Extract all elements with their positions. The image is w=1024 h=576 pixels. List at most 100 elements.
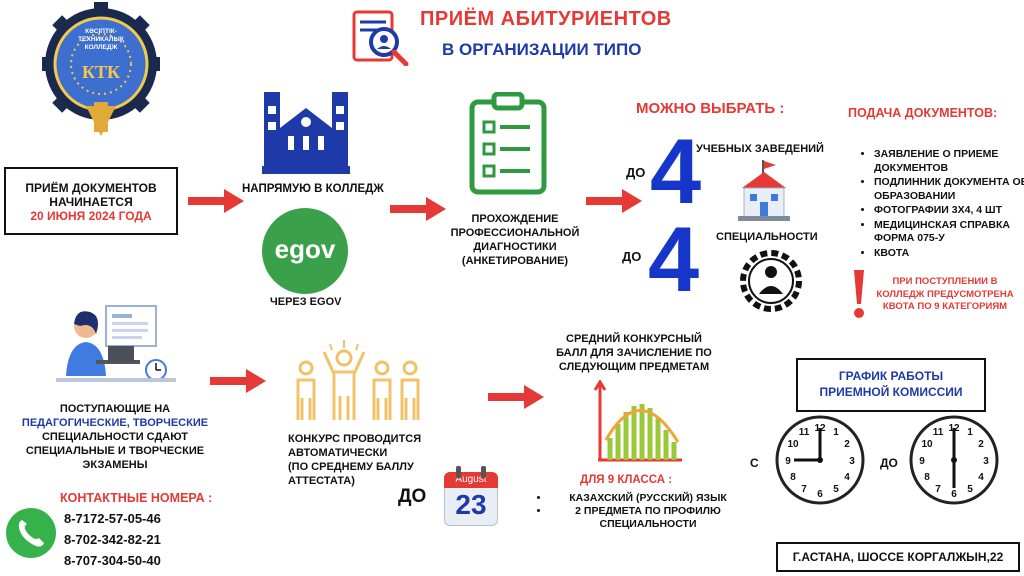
apply-direct-label: НАПРЯМУЮ В КОЛЛЕДЖ (242, 183, 384, 195)
diagnostics-line2: ПРОФЕССИОНАЛЬНОЙ (450, 227, 580, 239)
page-subtitle: В ОРГАНИЗАЦИИ ТИПО (442, 40, 642, 59)
address-text: Г.АСТАНА, ШОССЕ КОРГАЛЖЫН,22 (792, 550, 1004, 564)
svg-text:4: 4 (978, 472, 984, 483)
contest-line1: КОНКУРС ПРОВОДИТСЯ (288, 433, 422, 445)
svg-text:3: 3 (849, 456, 855, 467)
diagnostics-line1: ПРОХОЖДЕНИЕ (471, 213, 559, 225)
diagnostics-line3: ДИАГНОСТИКИ (473, 241, 557, 253)
schedule-line2: ПРИЕМНОЙ КОМИССИИ (819, 385, 963, 399)
document-item: КВОТА (874, 247, 1024, 261)
subject-item: КАЗАХСКИЙ (РУССКИЙ) ЯЗЫК (550, 492, 746, 505)
school-icon (736, 160, 792, 222)
exams-highlight: ПЕДАГОГИЧЕСКИЕ, ТВОРЧЕСКИЕ (21, 417, 209, 429)
choose-number-2: 4 (648, 209, 700, 311)
svg-text:10: 10 (921, 439, 933, 450)
contest-until: ДО (398, 486, 427, 507)
choose-title: МОЖНО ВЫБРАТЬ : (636, 100, 785, 117)
svg-text:6: 6 (951, 489, 957, 500)
choose-number-1: 4 (650, 121, 702, 223)
exams-line1: ПОСТУПАЮЩИЕ НА (59, 403, 171, 415)
svg-text:8: 8 (790, 472, 796, 483)
start-box: ПРИЁМ ДОКУМЕНТОВ НАЧИНАЕТСЯ 20 ИЮНЯ 2024… (4, 167, 178, 235)
schedule-from: С (750, 456, 759, 470)
schedule-to: ДО (880, 456, 898, 470)
college-logo: КӘСІПТІК-ТЕХНИКАЛЫҚ КОЛЛЕДЖ КТК (39, 2, 163, 142)
logo-monogram: КТК (81, 62, 121, 82)
document-item: МЕДИЦИНСКАЯ СПРАВКА ФОРМА 075-У (874, 219, 1024, 246)
phone-number[interactable]: 8-702-342-82-21 (64, 532, 161, 547)
schedule-line1: ГРАФИК РАБОТЫ (838, 369, 944, 383)
contest-line3: (ПО СРЕДНЕМУ БАЛЛУ (288, 461, 414, 473)
exams-line5: ЭКЗАМЕНЫ (82, 459, 148, 471)
phone-list: 8-7172-57-05-46 8-702-342-82-21 8-707-304-… (64, 508, 161, 571)
exclamation-icon (852, 268, 866, 320)
arrow-right-icon (388, 194, 448, 229)
svg-text:10: 10 (787, 439, 799, 450)
apply-egov-label: ЧЕРЕЗ EGOV (270, 296, 342, 308)
svg-text:6: 6 (817, 489, 823, 500)
egov-logo: egov (262, 208, 348, 294)
score-line3: СЛЕДУЮЩИМ ПРЕДМЕТАМ (558, 361, 710, 373)
svg-text:1: 1 (967, 427, 973, 438)
calendar-month: August (444, 472, 498, 488)
start-line1: ПРИЁМ ДОКУМЕНТОВ (25, 181, 157, 195)
svg-text:5: 5 (833, 484, 839, 495)
calendar-icon: August 23 (444, 466, 498, 526)
address-box: Г.АСТАНА, ШОССЕ КОРГАЛЖЫН,22 (776, 542, 1020, 572)
document-item: ЗАЯВЛЕНИЕ О ПРИЕМЕ ДОКУМЕНТОВ (874, 148, 1024, 175)
people-icon (290, 340, 422, 422)
arrow-right-icon (584, 186, 644, 221)
score-chart-icon (592, 379, 684, 466)
start-date: 20 ИЮНЯ 2024 ГОДА (30, 209, 152, 223)
quota-note: ПРИ ПОСТУПЛЕНИИ В КОЛЛЕДЖ ПРЕДУСМОТРЕНА … (876, 276, 1014, 312)
page-title: ПРИЁМ АБИТУРИЕНТОВ (420, 8, 672, 30)
exams-line4: СПЕЦИАЛЬНЫЕ И ТВОРЧЕСКИЕ (25, 445, 205, 457)
choose-prefix-2: ДО (622, 249, 642, 264)
svg-text:11: 11 (933, 427, 944, 438)
score-line2: БАЛЛ ДЛЯ ЗАЧИСЛЕНИЕ ПО (556, 347, 712, 359)
contest-line4: АТТЕСТАТА) (288, 475, 355, 487)
svg-text:8: 8 (924, 472, 930, 483)
svg-text:2: 2 (844, 439, 850, 450)
logo-text: КӘСІПТІК-ТЕХНИКАЛЫҚ КОЛЛЕДЖ (78, 28, 124, 51)
choose-label-1: УЧЕБНЫХ ЗАВЕДЕНИЙ (696, 143, 824, 155)
calendar-day: 23 (455, 489, 487, 520)
phone-number[interactable]: 8-7172-57-05-46 (64, 511, 161, 526)
subject-item: 2 ПРЕДМЕТА ПО ПРОФИЛЮ СПЕЦИАЛЬНОСТИ (550, 505, 746, 531)
arrow-right-icon (208, 366, 268, 401)
egov-logo-text: egov (274, 234, 336, 264)
phone-number[interactable]: 8-707-304-50-40 (64, 553, 161, 568)
document-item: ФОТОГРАФИИ 3Х4, 4 ШТ (874, 204, 1024, 218)
exams-text: ПОСТУПАЮЩИЕ НА ПЕДАГОГИЧЕСКИЕ, ТВОРЧЕСКИ… (10, 402, 220, 472)
contest-line2: АВТОМАТИЧЕСКИ (288, 447, 388, 459)
svg-text:3: 3 (983, 456, 989, 467)
diagnostics-line4: (АНКЕТИРОВАНИЕ) (461, 255, 569, 267)
subjects-list: КАЗАХСКИЙ (РУССКИЙ) ЯЗЫК2 ПРЕДМЕТА ПО ПР… (536, 492, 746, 531)
header-icon (350, 10, 412, 67)
choose-prefix-1: ДО (626, 165, 646, 180)
documents-list: ЗАЯВЛЕНИЕ О ПРИЕМЕ ДОКУМЕНТОВПОДЛИННИК Д… (860, 148, 1024, 261)
college-building-icon (262, 88, 350, 176)
svg-text:9: 9 (919, 456, 925, 467)
svg-text:11: 11 (799, 427, 810, 438)
phone-icon (6, 508, 56, 558)
arrow-right-icon (486, 382, 546, 417)
diagnostics-text: ПРОХОЖДЕНИЕ ПРОФЕССИОНАЛЬНОЙ ДИАГНОСТИКИ… (445, 212, 585, 268)
score-line1: СРЕДНИЙ КОНКУРСНЫЙ (566, 333, 702, 345)
choose-label-2: СПЕЦИАЛЬНОСТИ (716, 231, 818, 243)
contest-text: КОНКУРС ПРОВОДИТСЯ АВТОМАТИЧЕСКИ (ПО СРЕ… (288, 432, 421, 488)
svg-text:4: 4 (844, 472, 850, 483)
arrow-right-icon (186, 186, 246, 221)
svg-text:1: 1 (833, 427, 839, 438)
svg-text:7: 7 (801, 484, 807, 495)
svg-text:9: 9 (785, 456, 791, 467)
documents-title: ПОДАЧА ДОКУМЕНТОВ: (848, 106, 998, 120)
contacts-title: КОНТАКТНЫЕ НОМЕРА : (60, 491, 213, 505)
schedule-box: ГРАФИК РАБОТЫ ПРИЕМНОЙ КОМИССИИ (796, 358, 986, 412)
start-line2: НАЧИНАЕТСЯ (49, 195, 133, 209)
svg-text:2: 2 (978, 439, 984, 450)
teacher-illustration-icon (56, 300, 176, 386)
checklist-icon (466, 91, 550, 196)
svg-text:5: 5 (967, 484, 973, 495)
